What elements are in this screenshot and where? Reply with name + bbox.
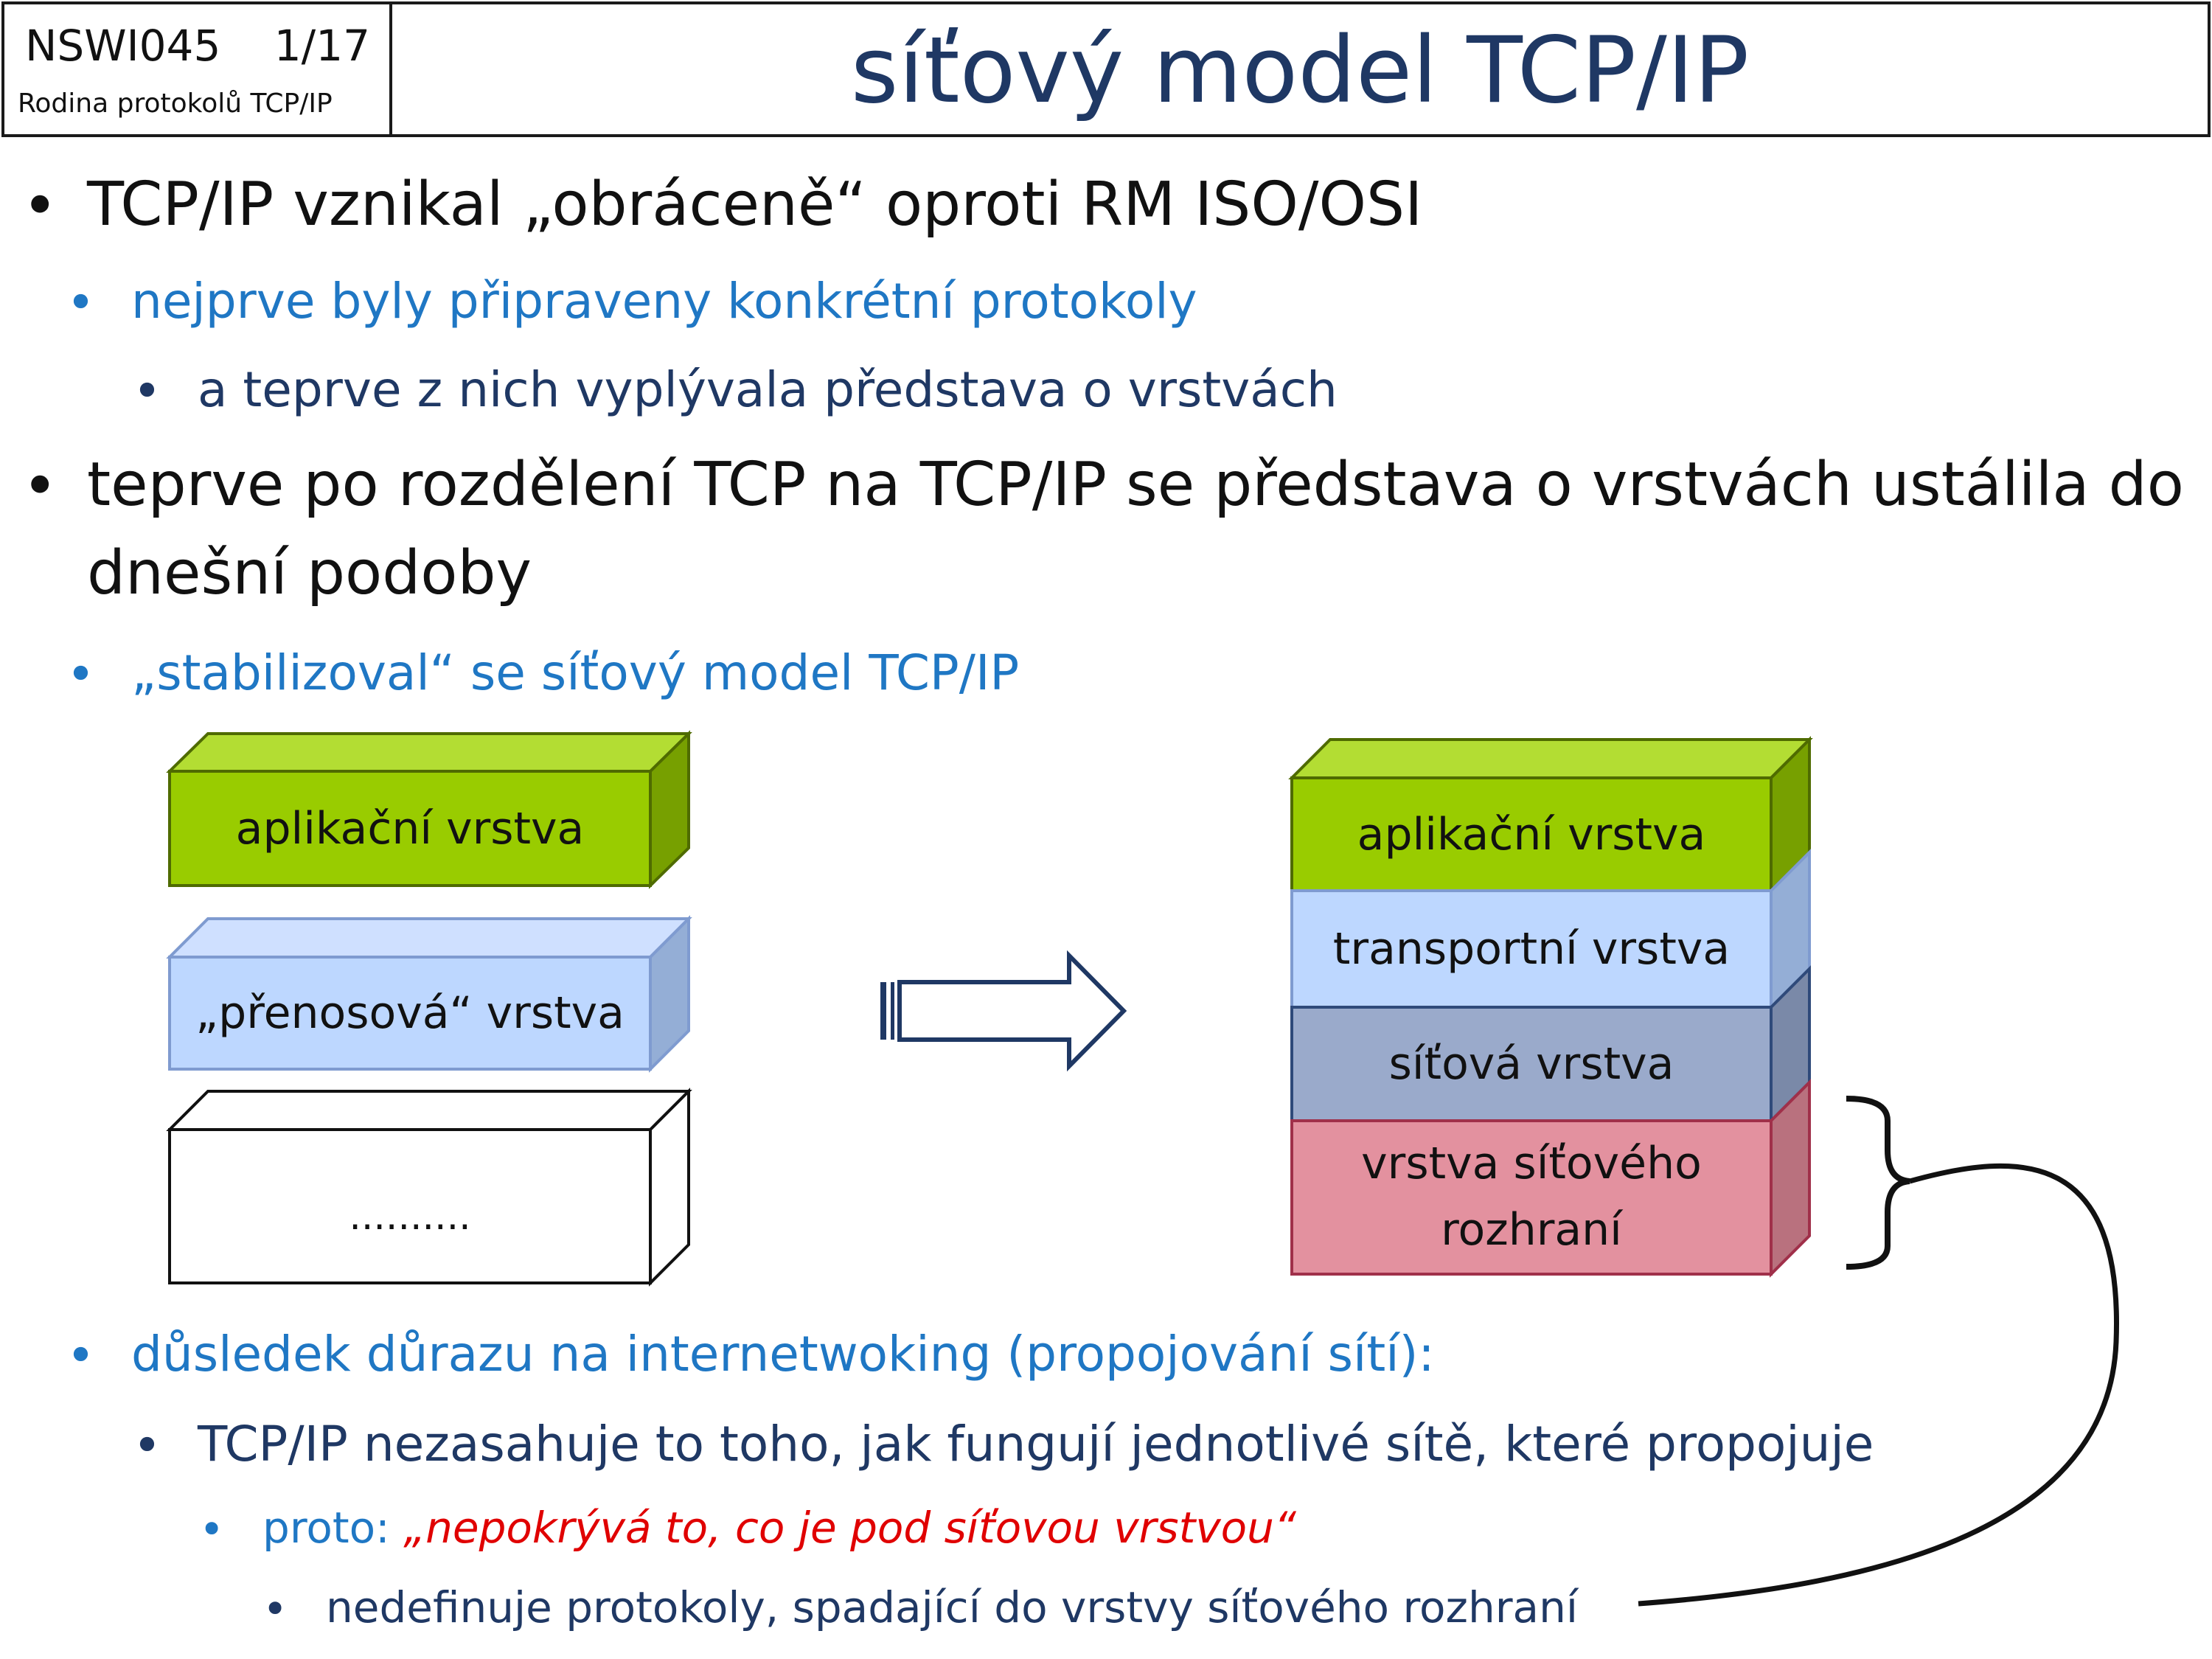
left-transfer-box <box>166 915 692 1073</box>
bullet-marker: • <box>262 1584 288 1634</box>
bullet-marker: • <box>133 363 161 420</box>
slide-header: NSWI045 1/17 Rodina protokolů TCP/IP síť… <box>0 0 2212 140</box>
curly-brace-icon <box>1846 1096 1910 1270</box>
bullet-text: TCP/IP nezasahuje to toho, jak fungují j… <box>198 1416 1874 1472</box>
connector-curve <box>1638 1163 2119 1607</box>
bullet-marker: • <box>66 1327 95 1384</box>
right-network-box <box>1290 965 1811 1124</box>
bullet-marker: • <box>22 451 58 521</box>
bullet-text: proto: „nepokrývá to, co je pod síťovou … <box>262 1503 1296 1553</box>
course-subtitle: Rodina protokolů TCP/IP <box>18 88 333 119</box>
bullet-text: důsledek důrazu na internetwoking (propo… <box>131 1326 1435 1382</box>
right-interface-label-line2: rozhraní <box>1441 1204 1622 1256</box>
bullet-marker: • <box>66 274 95 331</box>
right-network-label: síťová vrstva <box>1388 1038 1674 1090</box>
course-info-box: NSWI045 1/17 Rodina protokolů TCP/IP <box>1 1 392 137</box>
left-application-label: aplikační vrstva <box>235 802 585 855</box>
bullet-marker: • <box>133 1417 161 1474</box>
bullet-text: TCP/IP vznikal „obráceně“ oproti RM ISO/… <box>87 170 1423 240</box>
right-interface-label-line1: vrstva síťového <box>1361 1138 1702 1189</box>
right-arrow-icon <box>880 950 1127 1072</box>
bullet-text: „stabilizoval“ se síťový model TCP/IP <box>131 644 1020 701</box>
right-transport-label: transportní vrstva <box>1332 923 1731 975</box>
bullet-text: nejprve byly připraveny konkrétní protok… <box>131 273 1197 330</box>
bullet-text-continued: dnešní podoby <box>87 538 532 608</box>
course-code: NSWI045 <box>25 21 221 71</box>
highlighted-quote: „nepokrývá to, co je pod síťovou vrstvou… <box>403 1503 1296 1553</box>
right-transport-box <box>1290 849 1811 1011</box>
page-title: síťový model TCP/IP <box>850 18 1750 124</box>
slide-number: 1/17 <box>274 21 370 71</box>
right-interface-box <box>1290 1079 1811 1278</box>
bullet-text: nedefinuje protokoly, spadající do vrstv… <box>326 1582 1578 1632</box>
left-application-box <box>166 730 692 889</box>
bullet-text: a teprve z nich vyplývala představa o vr… <box>198 361 1338 418</box>
bullet-text: teprve po rozdělení TCP na TCP/IP se pře… <box>87 450 2184 520</box>
right-application-label: aplikační vrstva <box>1357 808 1706 860</box>
bullet-marker: • <box>199 1504 225 1554</box>
title-box: síťový model TCP/IP <box>392 1 2211 137</box>
left-transfer-label: „přenosová“ vrstva <box>195 987 625 1039</box>
left-unknown-label: .......... <box>349 1194 471 1239</box>
bullet-marker: • <box>66 646 95 703</box>
bullet-text-prefix: proto: <box>262 1503 404 1553</box>
left-unknown-box <box>166 1088 692 1287</box>
right-application-box <box>1288 736 1813 894</box>
bullet-marker: • <box>22 171 58 241</box>
